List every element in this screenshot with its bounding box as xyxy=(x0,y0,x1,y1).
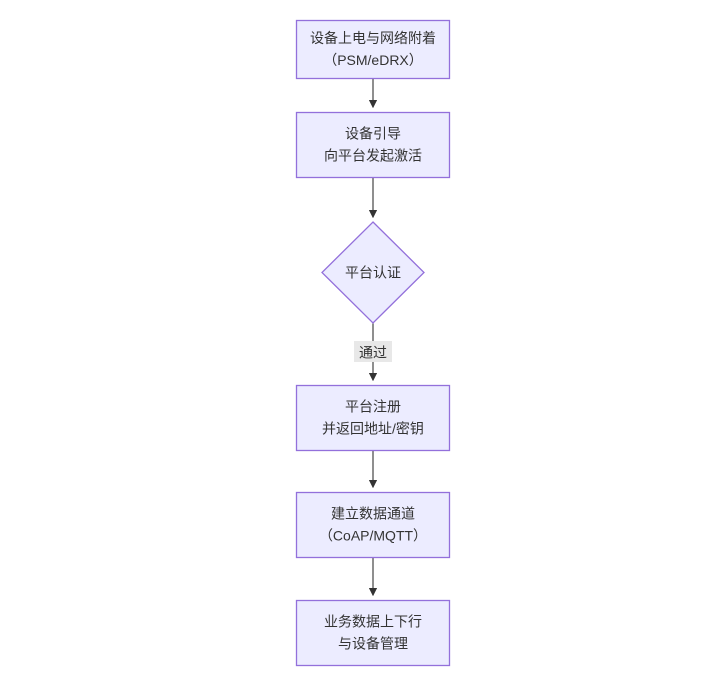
node-data-channel-line2: （CoAP/MQTT） xyxy=(319,528,427,544)
node-business-data-line1: 业务数据上下行 xyxy=(324,614,422,630)
edge-label-pass: 通过 xyxy=(354,341,392,362)
node-data-channel: 建立数据通道 （CoAP/MQTT） xyxy=(295,491,451,559)
edge-label-pass-text: 通过 xyxy=(359,345,387,361)
node-power-attach: 设备上电与网络附着 （PSM/eDRX） xyxy=(295,19,451,80)
node-business-data-box xyxy=(295,599,451,667)
node-platform-register-line1: 平台注册 xyxy=(345,399,401,415)
node-power-attach-box xyxy=(295,19,451,80)
node-bootstrap-line2: 向平台发起激活 xyxy=(324,148,422,164)
node-platform-register-line2: 并返回地址/密钥 xyxy=(322,421,424,437)
node-power-attach-line1: 设备上电与网络附着 xyxy=(310,30,436,46)
decision-platform-auth-diamond xyxy=(321,221,425,324)
node-bootstrap-box xyxy=(295,111,451,179)
node-bootstrap-line1: 设备引导 xyxy=(345,126,401,142)
node-data-channel-line1: 建立数据通道 xyxy=(331,506,415,522)
node-bootstrap: 设备引导 向平台发起激活 xyxy=(295,111,451,179)
node-data-channel-box xyxy=(295,491,451,559)
node-platform-register: 平台注册 并返回地址/密钥 xyxy=(295,384,451,452)
decision-platform-auth: 平台认证 xyxy=(321,221,425,324)
node-platform-register-box xyxy=(295,384,451,452)
edge-label-pass-bg xyxy=(354,341,392,362)
node-business-data-line2: 与设备管理 xyxy=(338,636,408,652)
node-power-attach-line2: （PSM/eDRX） xyxy=(323,52,423,68)
node-business-data: 业务数据上下行 与设备管理 xyxy=(295,599,451,667)
decision-platform-auth-label: 平台认证 xyxy=(345,265,401,281)
